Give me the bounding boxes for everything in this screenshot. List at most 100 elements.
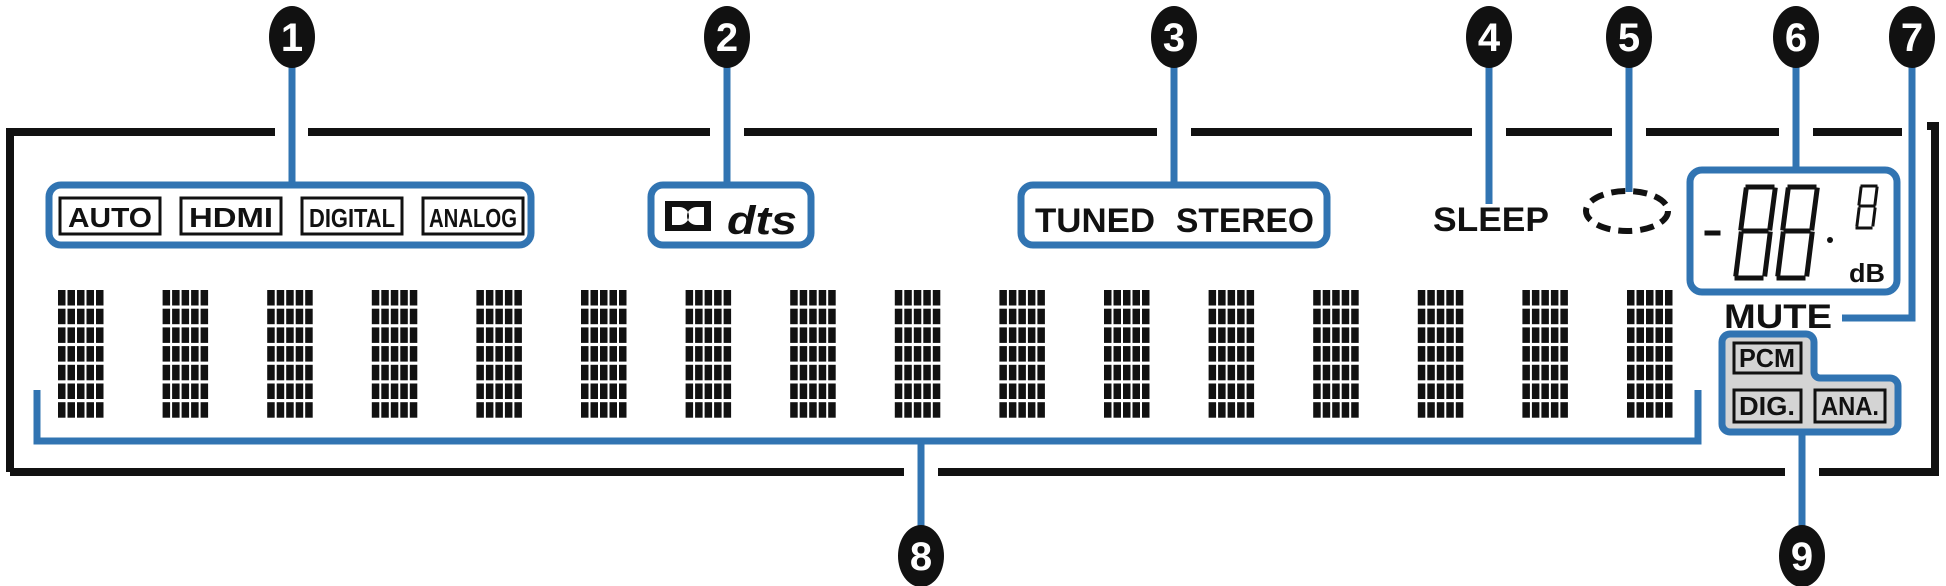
matrix-dot (1246, 290, 1255, 306)
matrix-dot (1332, 290, 1340, 306)
matrix-dot (932, 327, 941, 343)
matrix-dot (600, 346, 608, 362)
matrix-dot (514, 308, 522, 325)
matrix-dot (191, 327, 199, 343)
matrix-dot (1541, 346, 1549, 362)
matrix-dot (409, 290, 418, 306)
callout-5: 5 (1606, 6, 1652, 68)
matrix-dot (1018, 346, 1026, 362)
matrix-dot (1246, 308, 1255, 325)
matrix-dot (181, 308, 190, 325)
matrix-dot (828, 290, 836, 306)
matrix-dot (1027, 402, 1036, 418)
matrix-character (894, 290, 941, 418)
matrix-dot (894, 383, 903, 399)
matrix-dot (485, 383, 494, 399)
matrix-dot (609, 290, 617, 306)
matrix-dot (1018, 327, 1026, 343)
matrix-dot (1531, 402, 1540, 418)
matrix-dot (809, 327, 817, 343)
matrix-dot (590, 383, 598, 399)
matrix-dot (1008, 364, 1017, 381)
matrix-dot (305, 290, 313, 306)
matrix-dot (1455, 290, 1464, 306)
matrix-dot (1446, 364, 1454, 381)
matrix-dot (77, 308, 85, 325)
matrix-dot (200, 383, 209, 399)
matrix-dot (409, 308, 418, 325)
matrix-dot (1427, 364, 1435, 381)
matrix-dot (1531, 290, 1540, 306)
matrix-dot (913, 327, 922, 343)
matrix-dot (1665, 346, 1673, 362)
matrix-dot (923, 308, 931, 325)
matrix-dot (191, 346, 199, 362)
matrix-dot (704, 346, 713, 362)
matrix-dot (286, 402, 294, 418)
matrix-dot (799, 402, 808, 418)
matrix-dot (172, 290, 180, 306)
matrix-dot (1417, 346, 1426, 362)
matrix-dot (1008, 290, 1017, 306)
matrix-dot (609, 327, 617, 343)
matrix-dot (600, 402, 608, 418)
svg-text:ANA.: ANA. (1821, 391, 1879, 421)
matrix-dot (828, 327, 836, 343)
matrix-dot (86, 327, 94, 343)
matrix-dot (894, 308, 903, 325)
matrix-dot (86, 383, 94, 399)
matrix-dot (685, 402, 694, 418)
matrix-dot (267, 308, 275, 325)
matrix-dot (200, 290, 209, 306)
matrix-dot (390, 327, 399, 343)
matrix-dot (913, 383, 922, 399)
matrix-dot (172, 327, 180, 343)
matrix-dot (999, 364, 1007, 381)
matrix-dot (1008, 383, 1017, 399)
svg-text:5: 5 (1618, 16, 1640, 60)
matrix-dot (799, 290, 808, 306)
matrix-dot (514, 364, 522, 381)
stereo-indicator: STEREO (1176, 202, 1314, 240)
matrix-dot (1636, 346, 1644, 362)
matrix-dot (1246, 402, 1255, 418)
matrix-dot (172, 383, 180, 399)
matrix-dot (1313, 327, 1321, 343)
matrix-dot (799, 327, 808, 343)
matrix-dot (1550, 346, 1559, 362)
matrix-dot (809, 346, 817, 362)
matrix-dot (400, 290, 408, 306)
matrix-dot (276, 346, 285, 362)
matrix-dot (1218, 327, 1226, 343)
matrix-dot (286, 383, 294, 399)
matrix-dot (1436, 383, 1445, 399)
matrix-dot (162, 383, 171, 399)
matrix-dot (1351, 327, 1359, 343)
matrix-dot (1427, 308, 1435, 325)
matrix-dot (818, 383, 827, 399)
matrix-dot (295, 402, 304, 418)
matrix-dot (894, 290, 903, 306)
matrix-dot (58, 402, 66, 418)
matrix-dot (904, 346, 912, 362)
matrix-dot (1560, 308, 1568, 325)
matrix-dot (276, 402, 285, 418)
matrix-dot (181, 346, 190, 362)
matrix-dot (1322, 346, 1331, 362)
input-indicator-group: AUTO HDMI DIGITAL ANALOG (45, 181, 535, 249)
matrix-dot (390, 383, 399, 399)
matrix-dot (1627, 346, 1635, 362)
matrix-dot (1436, 327, 1445, 343)
matrix-dot (162, 402, 171, 418)
matrix-dot (305, 364, 313, 381)
matrix-dot (913, 308, 922, 325)
matrix-dot (162, 327, 171, 343)
matrix-dot (904, 364, 912, 381)
matrix-dot (267, 383, 275, 399)
matrix-dot (704, 402, 713, 418)
svg-text:2: 2 (716, 16, 738, 60)
matrix-character (999, 290, 1045, 418)
matrix-dot (476, 402, 484, 418)
matrix-dot (818, 364, 827, 381)
